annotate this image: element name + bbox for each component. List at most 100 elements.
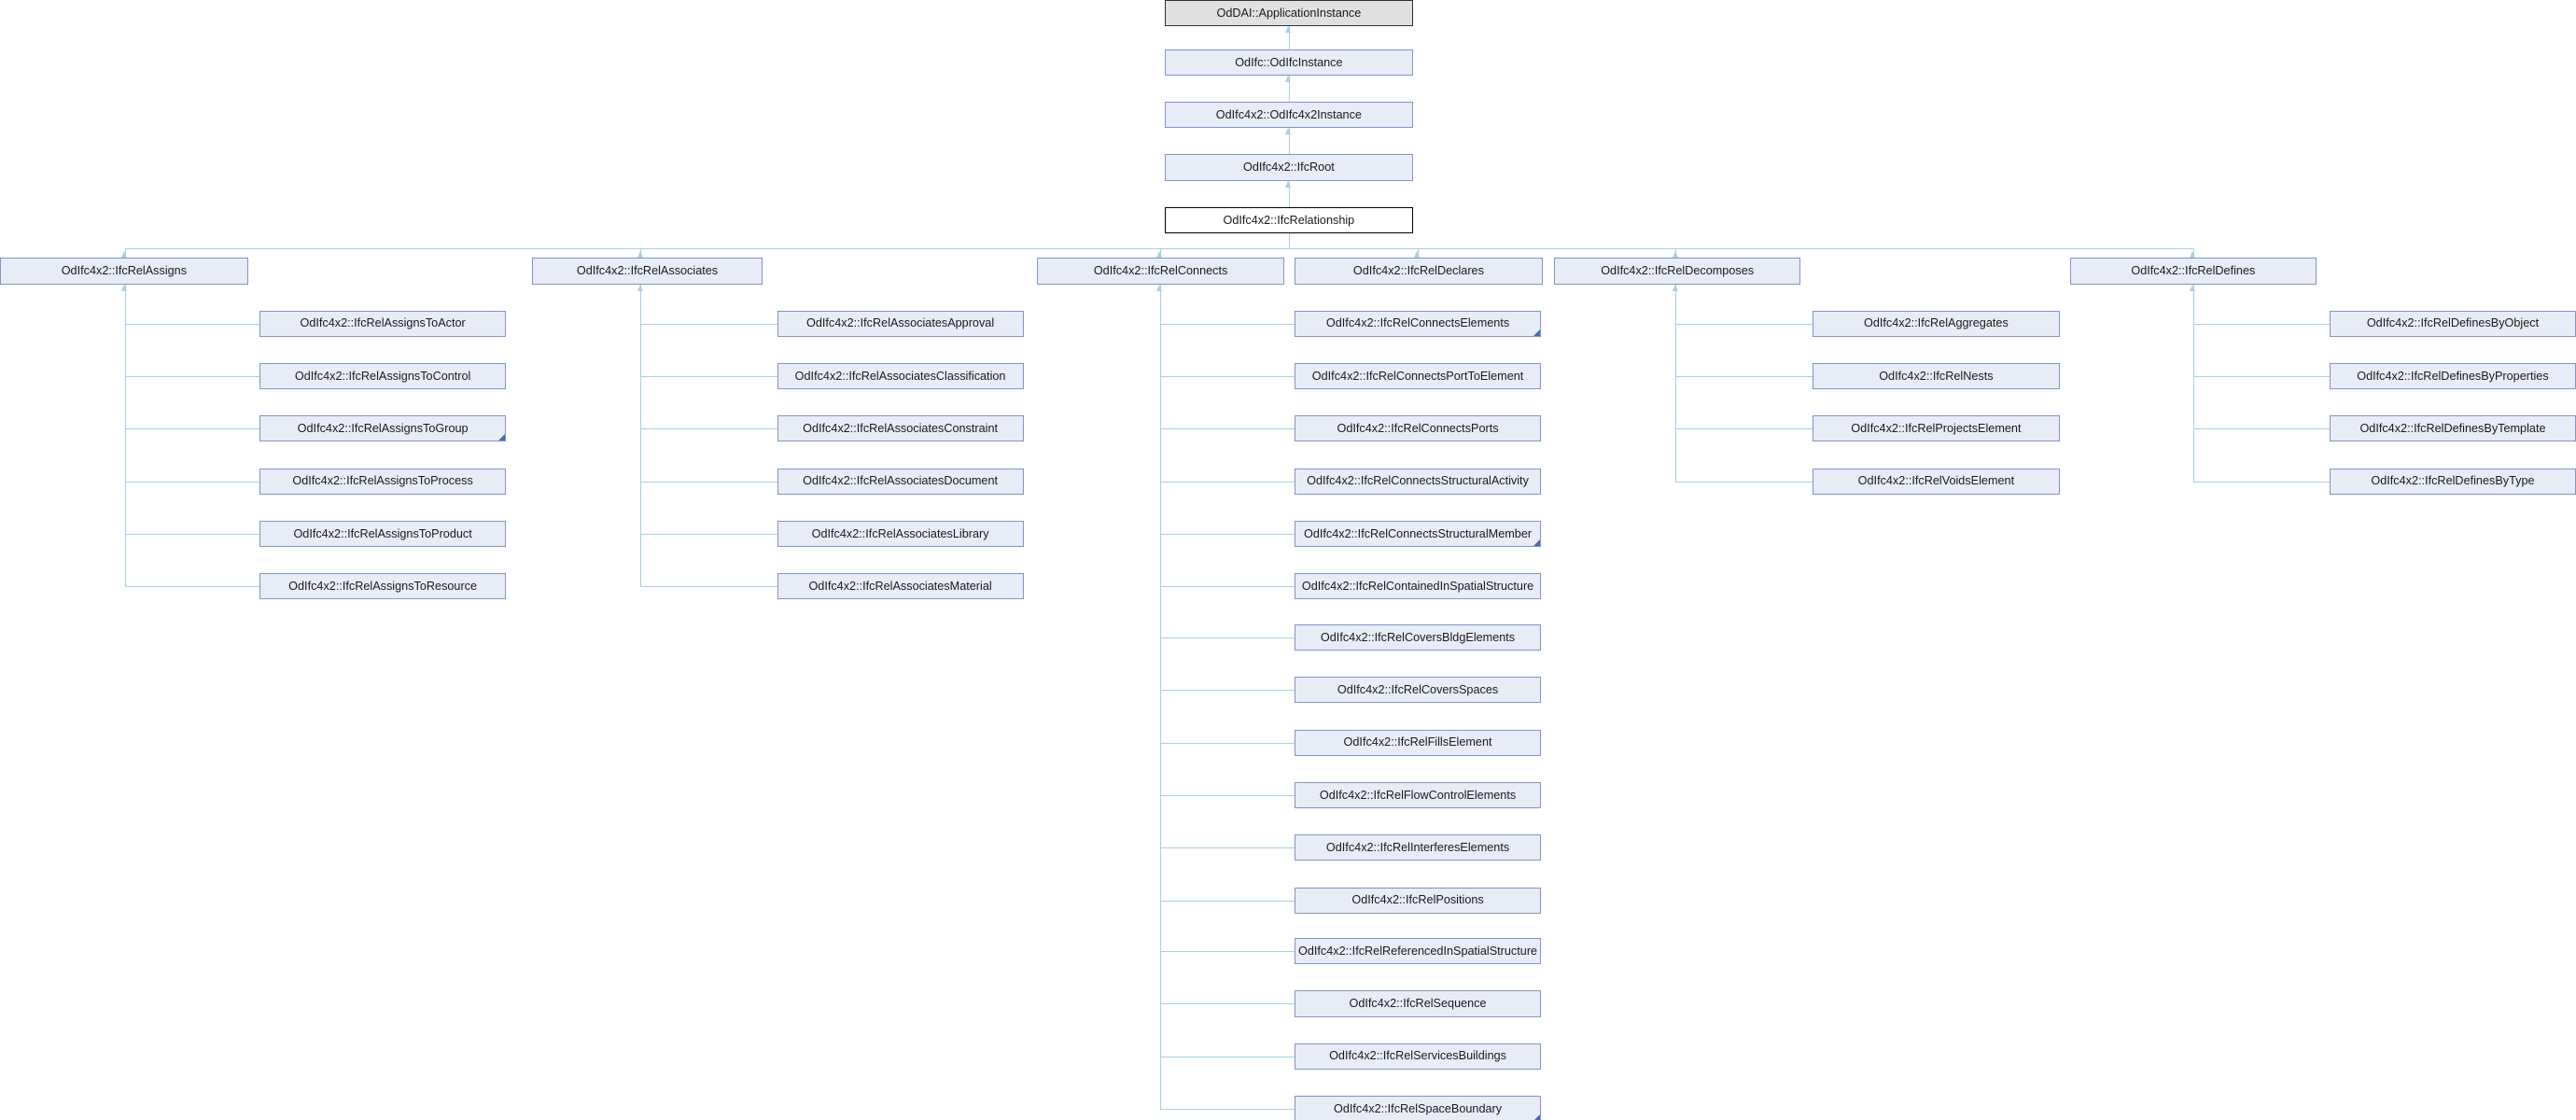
- inheritance-edge: [640, 586, 777, 588]
- inheritance-arrow-icon: [1285, 128, 1291, 135]
- inheritance-arrow-icon: [1672, 251, 1678, 259]
- inheritance-edge: [1159, 951, 1295, 953]
- inheritance-edge: [640, 481, 777, 483]
- subclass-node-4-0[interactable]: OdIfc4x2::IfcRelAggregates: [1812, 310, 2061, 337]
- inheritance-edge: [1159, 284, 1161, 1110]
- subclass-node-2-7[interactable]: OdIfc4x2::IfcRelCoversSpaces: [1295, 677, 1542, 704]
- inheritance-edge: [124, 534, 260, 536]
- subclass-node-2-12[interactable]: OdIfc4x2::IfcRelReferencedInSpatialStruc…: [1295, 938, 1542, 965]
- inheritance-edge: [1159, 586, 1295, 588]
- subclass-node-0-5[interactable]: OdIfc4x2::IfcRelAssignsToResource: [259, 573, 507, 600]
- class-node-0[interactable]: OdDAI::ApplicationInstance: [1164, 0, 1413, 27]
- inheritance-edge: [640, 534, 777, 536]
- subclass-node-1-3[interactable]: OdIfc4x2::IfcRelAssociatesDocument: [777, 468, 1024, 495]
- inheritance-edge: [2192, 481, 2330, 483]
- subclass-node-2-2[interactable]: OdIfc4x2::IfcRelConnectsPorts: [1295, 415, 1542, 442]
- subclass-node-5-1[interactable]: OdIfc4x2::IfcRelDefinesByProperties: [2329, 363, 2576, 390]
- class-node-1[interactable]: OdIfc::OdIfcInstance: [1164, 49, 1413, 76]
- inheritance-edge: [640, 323, 777, 325]
- inheritance-edge: [1159, 1109, 1295, 1111]
- inheritance-arrow-icon: [2190, 284, 2195, 291]
- inheritance-edge: [1159, 847, 1295, 849]
- subclass-node-1-1[interactable]: OdIfc4x2::IfcRelAssociatesClassification: [777, 363, 1024, 390]
- inheritance-edge: [1159, 690, 1295, 692]
- inheritance-edge: [1288, 26, 1290, 49]
- inheritance-edge: [1675, 481, 1813, 483]
- subclass-node-2-8[interactable]: OdIfc4x2::IfcRelFillsElement: [1295, 729, 1542, 756]
- inheritance-arrow-icon: [1414, 251, 1421, 259]
- inheritance-arrow-icon: [1672, 284, 1678, 291]
- inheritance-edge: [1675, 323, 1813, 325]
- branch-node-4[interactable]: OdIfc4x2::IfcRelDecomposes: [1554, 258, 1801, 285]
- inheritance-edge: [124, 247, 2193, 249]
- inheritance-arrow-icon: [637, 251, 643, 259]
- branch-node-1[interactable]: OdIfc4x2::IfcRelAssociates: [532, 258, 763, 285]
- subclass-node-2-9[interactable]: OdIfc4x2::IfcRelFlowControlElements: [1295, 781, 1542, 808]
- inheritance-edge: [1675, 428, 1813, 430]
- subclass-node-0-3[interactable]: OdIfc4x2::IfcRelAssignsToProcess: [259, 468, 507, 495]
- inheritance-edge: [1288, 75, 1290, 103]
- subclass-node-4-2[interactable]: OdIfc4x2::IfcRelProjectsElement: [1812, 415, 2061, 442]
- inheritance-arrow-icon: [1155, 284, 1162, 291]
- inheritance-edge: [1159, 637, 1295, 638]
- inheritance-edge: [1288, 180, 1290, 207]
- inheritance-edge: [1159, 481, 1295, 483]
- subclass-node-0-0[interactable]: OdIfc4x2::IfcRelAssignsToActor: [259, 310, 507, 337]
- subclass-node-0-2-collapsed[interactable]: OdIfc4x2::IfcRelAssignsToGroup: [259, 415, 507, 442]
- inheritance-edge: [1159, 534, 1295, 536]
- inheritance-edge: [2192, 323, 2330, 325]
- branch-node-2[interactable]: OdIfc4x2::IfcRelConnects: [1036, 258, 1285, 285]
- class-node-4[interactable]: OdIfc4x2::IfcRelationship: [1164, 206, 1413, 233]
- subclass-node-1-4[interactable]: OdIfc4x2::IfcRelAssociatesLibrary: [777, 520, 1024, 548]
- subclass-node-4-3[interactable]: OdIfc4x2::IfcRelVoidsElement: [1812, 468, 2061, 495]
- subclass-node-2-11[interactable]: OdIfc4x2::IfcRelPositions: [1295, 887, 1542, 914]
- inheritance-edge: [1159, 1003, 1295, 1005]
- inheritance-arrow-icon: [1155, 251, 1162, 259]
- subclass-node-2-1[interactable]: OdIfc4x2::IfcRelConnectsPortToElement: [1295, 363, 1542, 390]
- subclass-node-2-5[interactable]: OdIfc4x2::IfcRelContainedInSpatialStruct…: [1295, 573, 1542, 600]
- class-node-3[interactable]: OdIfc4x2::IfcRoot: [1164, 154, 1413, 181]
- inheritance-edge: [124, 586, 260, 588]
- subclass-node-2-0-collapsed[interactable]: OdIfc4x2::IfcRelConnectsElements: [1295, 310, 1542, 337]
- inheritance-edge: [124, 428, 260, 430]
- inheritance-edge: [1288, 128, 1290, 155]
- branch-node-5[interactable]: OdIfc4x2::IfcRelDefines: [2069, 258, 2317, 285]
- inheritance-edge: [1288, 232, 1290, 248]
- subclass-node-0-1[interactable]: OdIfc4x2::IfcRelAssignsToControl: [259, 363, 507, 390]
- subclass-node-2-10[interactable]: OdIfc4x2::IfcRelInterferesElements: [1295, 834, 1542, 861]
- inheritance-edge: [640, 428, 777, 430]
- subclass-node-2-14[interactable]: OdIfc4x2::IfcRelServicesBuildings: [1295, 1043, 1542, 1070]
- inheritance-edge: [124, 284, 126, 587]
- subclass-node-4-1[interactable]: OdIfc4x2::IfcRelNests: [1812, 363, 2061, 390]
- inheritance-arrow-icon: [120, 251, 127, 259]
- inheritance-edge: [1159, 742, 1295, 744]
- subclass-node-5-3[interactable]: OdIfc4x2::IfcRelDefinesByType: [2329, 468, 2576, 495]
- subclass-node-1-2[interactable]: OdIfc4x2::IfcRelAssociatesConstraint: [777, 415, 1024, 442]
- inheritance-edge: [1159, 794, 1295, 796]
- branch-node-3[interactable]: OdIfc4x2::IfcRelDeclares: [1295, 258, 1543, 285]
- subclass-node-0-4[interactable]: OdIfc4x2::IfcRelAssignsToProduct: [259, 520, 507, 548]
- inheritance-edge: [1675, 376, 1813, 378]
- class-node-2[interactable]: OdIfc4x2::OdIfc4x2Instance: [1164, 102, 1413, 129]
- inheritance-edge: [2192, 376, 2330, 378]
- inheritance-edge: [1159, 900, 1295, 902]
- inheritance-arrow-icon: [637, 284, 643, 291]
- inheritance-edge: [1159, 428, 1295, 430]
- subclass-node-2-4-collapsed[interactable]: OdIfc4x2::IfcRelConnectsStructuralMember: [1295, 520, 1542, 548]
- inheritance-edge: [2192, 284, 2194, 482]
- inheritance-edge: [1159, 376, 1295, 378]
- subclass-node-1-0[interactable]: OdIfc4x2::IfcRelAssociatesApproval: [777, 310, 1024, 337]
- inheritance-arrow-icon: [1285, 26, 1291, 34]
- subclass-node-1-5[interactable]: OdIfc4x2::IfcRelAssociatesMaterial: [777, 573, 1024, 600]
- inheritance-arrow-icon: [2190, 251, 2195, 259]
- subclass-node-5-0[interactable]: OdIfc4x2::IfcRelDefinesByObject: [2329, 310, 2576, 337]
- inheritance-edge: [1675, 284, 1677, 482]
- inheritance-edge: [640, 284, 642, 587]
- subclass-node-2-3[interactable]: OdIfc4x2::IfcRelConnectsStructuralActivi…: [1295, 468, 1542, 495]
- subclass-node-5-2[interactable]: OdIfc4x2::IfcRelDefinesByTemplate: [2329, 415, 2576, 442]
- subclass-node-2-6[interactable]: OdIfc4x2::IfcRelCoversBldgElements: [1295, 623, 1542, 651]
- subclass-node-2-13[interactable]: OdIfc4x2::IfcRelSequence: [1295, 990, 1542, 1017]
- subclass-node-2-15-collapsed[interactable]: OdIfc4x2::IfcRelSpaceBoundary: [1295, 1096, 1542, 1120]
- branch-node-0[interactable]: OdIfc4x2::IfcRelAssigns: [0, 258, 248, 285]
